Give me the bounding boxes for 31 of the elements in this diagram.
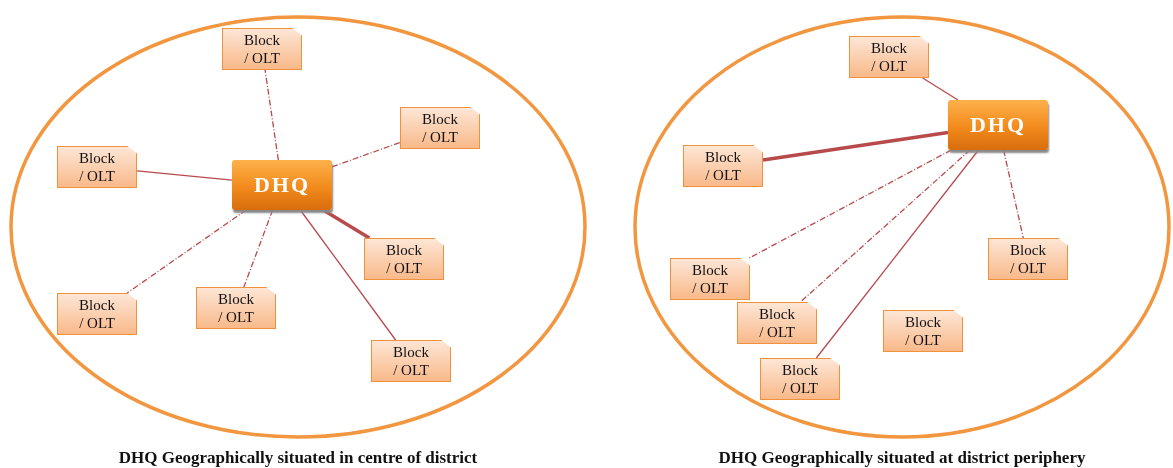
connector-line xyxy=(762,130,949,162)
connector-line xyxy=(815,149,980,359)
connector-line xyxy=(1002,149,1024,239)
connector-line xyxy=(126,209,247,294)
connector-line xyxy=(264,69,279,161)
block-box: Block / OLT xyxy=(196,287,276,329)
diagram-caption: DHQ Geographically situated in centre of district xyxy=(117,448,479,468)
hub-box: DHQ xyxy=(232,160,332,210)
connector-line xyxy=(243,209,274,288)
block-box: Block / OLT xyxy=(371,340,451,382)
diagram-caption: DHQ Geographically situated at district periphery xyxy=(717,448,1087,468)
block-box: Block / OLT xyxy=(683,145,763,187)
hub-box: DHQ xyxy=(948,100,1048,150)
block-box: Block / OLT xyxy=(988,238,1068,280)
block-box: Block / OLT xyxy=(883,310,963,352)
connector-line xyxy=(331,141,401,168)
block-box: Block / OLT xyxy=(364,238,444,280)
block-box: Block / OLT xyxy=(849,36,929,78)
block-box: Block / OLT xyxy=(670,258,750,300)
block-box: Block / OLT xyxy=(400,107,480,149)
block-box: Block / OLT xyxy=(57,293,137,335)
block-box: Block / OLT xyxy=(760,358,840,400)
connector-line xyxy=(748,149,952,259)
block-box: Block / OLT xyxy=(737,302,817,344)
connector-line xyxy=(299,209,397,341)
block-box: Block / OLT xyxy=(57,146,137,188)
connector-line xyxy=(136,170,233,181)
connector-line xyxy=(799,149,971,303)
connector-line xyxy=(322,208,371,240)
connector-line xyxy=(922,77,959,101)
block-box: Block / OLT xyxy=(222,28,302,70)
